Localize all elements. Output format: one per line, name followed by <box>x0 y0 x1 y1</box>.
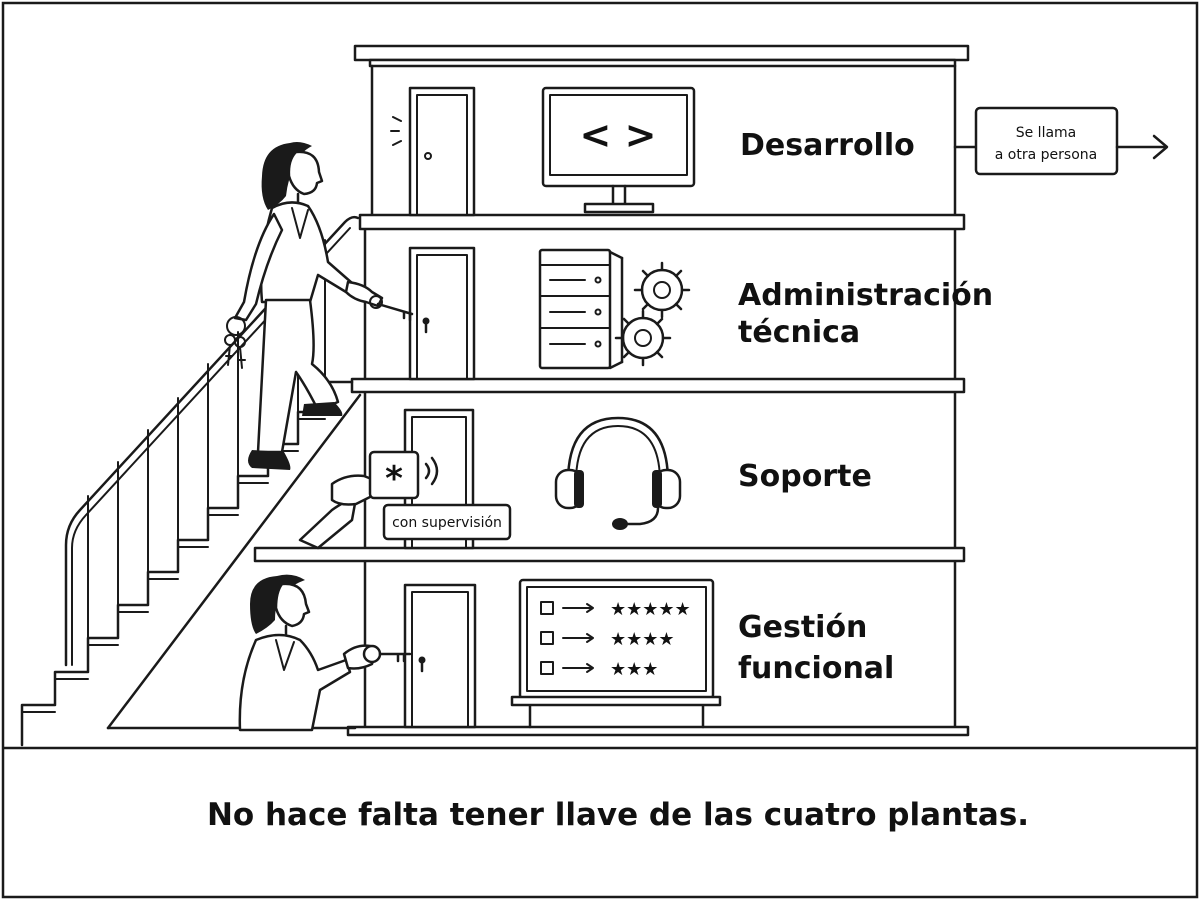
building <box>253 44 970 737</box>
door-admin-tecnica[interactable] <box>408 246 476 381</box>
woman-climbing <box>224 142 414 470</box>
hand-card <box>330 474 376 506</box>
handrail <box>64 215 360 667</box>
hair-lower <box>250 574 305 634</box>
hair-upper <box>261 142 312 210</box>
gear-icon-small <box>614 309 672 367</box>
shoe-back <box>248 450 291 470</box>
label-gestion-funcional: Gestión funcional <box>738 610 894 686</box>
badge-label: con supervisión <box>392 515 502 531</box>
wifi-waves-icon <box>424 456 439 486</box>
board-row-2: ★★★★ <box>540 629 675 650</box>
caption: No hace falta tener llave de las cuatro … <box>207 797 1029 833</box>
headset-icon <box>554 416 682 530</box>
key-icon <box>362 644 412 664</box>
door-key-upper <box>376 302 414 322</box>
floor-slab-ground <box>346 725 970 737</box>
coat-lower <box>238 633 352 732</box>
stair-underside <box>106 393 362 730</box>
woman-key-ground <box>238 574 412 732</box>
hand-key <box>344 280 384 308</box>
door-desarrollo[interactable] <box>390 86 476 217</box>
label-soporte: Soporte <box>738 459 872 494</box>
monitor-symbol: < > <box>580 113 657 157</box>
callout-line-2: a otra persona <box>995 147 1097 163</box>
slab-1 <box>358 213 966 231</box>
callout-line-1: Se llama <box>1016 125 1077 141</box>
access-card[interactable] <box>368 450 420 500</box>
handrail-inner <box>71 227 351 666</box>
roof-ledge <box>368 58 957 68</box>
label-desarrollo: Desarrollo <box>740 128 915 163</box>
stars-4: ★★★★ <box>610 629 675 650</box>
gear-icon-large <box>633 261 691 319</box>
slab-3 <box>253 546 966 563</box>
badge <box>382 503 512 541</box>
key-ring-icon <box>224 316 246 369</box>
card-symbol: * <box>385 459 403 499</box>
board-row-3: ★★★ <box>540 659 658 680</box>
board-row-1: ★★★★★ <box>540 599 691 620</box>
rating-board-icon: ★★★★★ ★★★★ ★★★ <box>510 578 722 729</box>
stars-3: ★★★ <box>610 659 658 680</box>
label-admin-tecnica: Administración técnica <box>738 278 1004 350</box>
roof-slab <box>353 44 970 62</box>
hand-access-card: * con supervisión <box>298 450 512 550</box>
shoe-front <box>302 402 343 416</box>
server-gears-icon <box>538 248 691 370</box>
callout: Se llama a otra persona <box>953 106 1169 176</box>
staircase <box>20 215 362 747</box>
stars-5: ★★★★★ <box>610 599 691 620</box>
monitor-code-icon: < > <box>541 86 696 214</box>
slab-2 <box>350 377 966 394</box>
door-gestion[interactable] <box>403 583 477 729</box>
